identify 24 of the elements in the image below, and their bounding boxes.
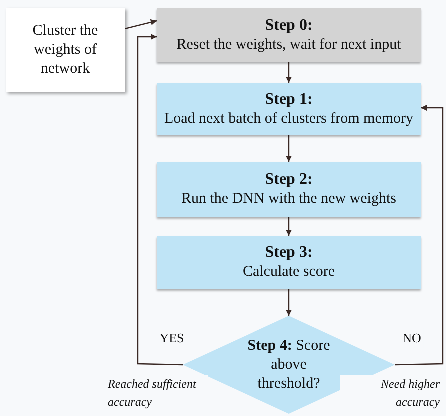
decision-text: Step 4: Score above threshold?	[246, 336, 332, 394]
arrow	[286, 62, 292, 83]
step-text: Load next batch of clusters from memory	[163, 110, 415, 128]
step-heading: Step 2:	[265, 170, 313, 190]
arrow	[394, 105, 444, 366]
arrow	[286, 135, 292, 162]
process-box	[157, 83, 421, 135]
process-box	[157, 162, 421, 217]
arrow	[286, 289, 292, 316]
step-heading: Step 1:	[265, 90, 313, 110]
step-heading: Step 0:	[265, 16, 313, 36]
arrow	[124, 20, 158, 30]
step-text: Cluster the weights of network	[32, 22, 100, 78]
step-text: Reset the weights, wait for next input	[176, 36, 402, 54]
process-box	[157, 236, 421, 289]
step-heading: Step 3:	[265, 243, 313, 263]
step-text: Run the DNN with the new weights	[180, 190, 398, 209]
arrow	[137, 34, 184, 366]
outcome-note: Reached sufficient accuracy	[108, 375, 208, 411]
input-box	[6, 8, 125, 92]
outcome-note: Need higher accuracy	[340, 375, 440, 411]
step-text: Calculate score	[242, 263, 336, 282]
process-box	[157, 8, 421, 62]
arrow	[286, 217, 292, 236]
